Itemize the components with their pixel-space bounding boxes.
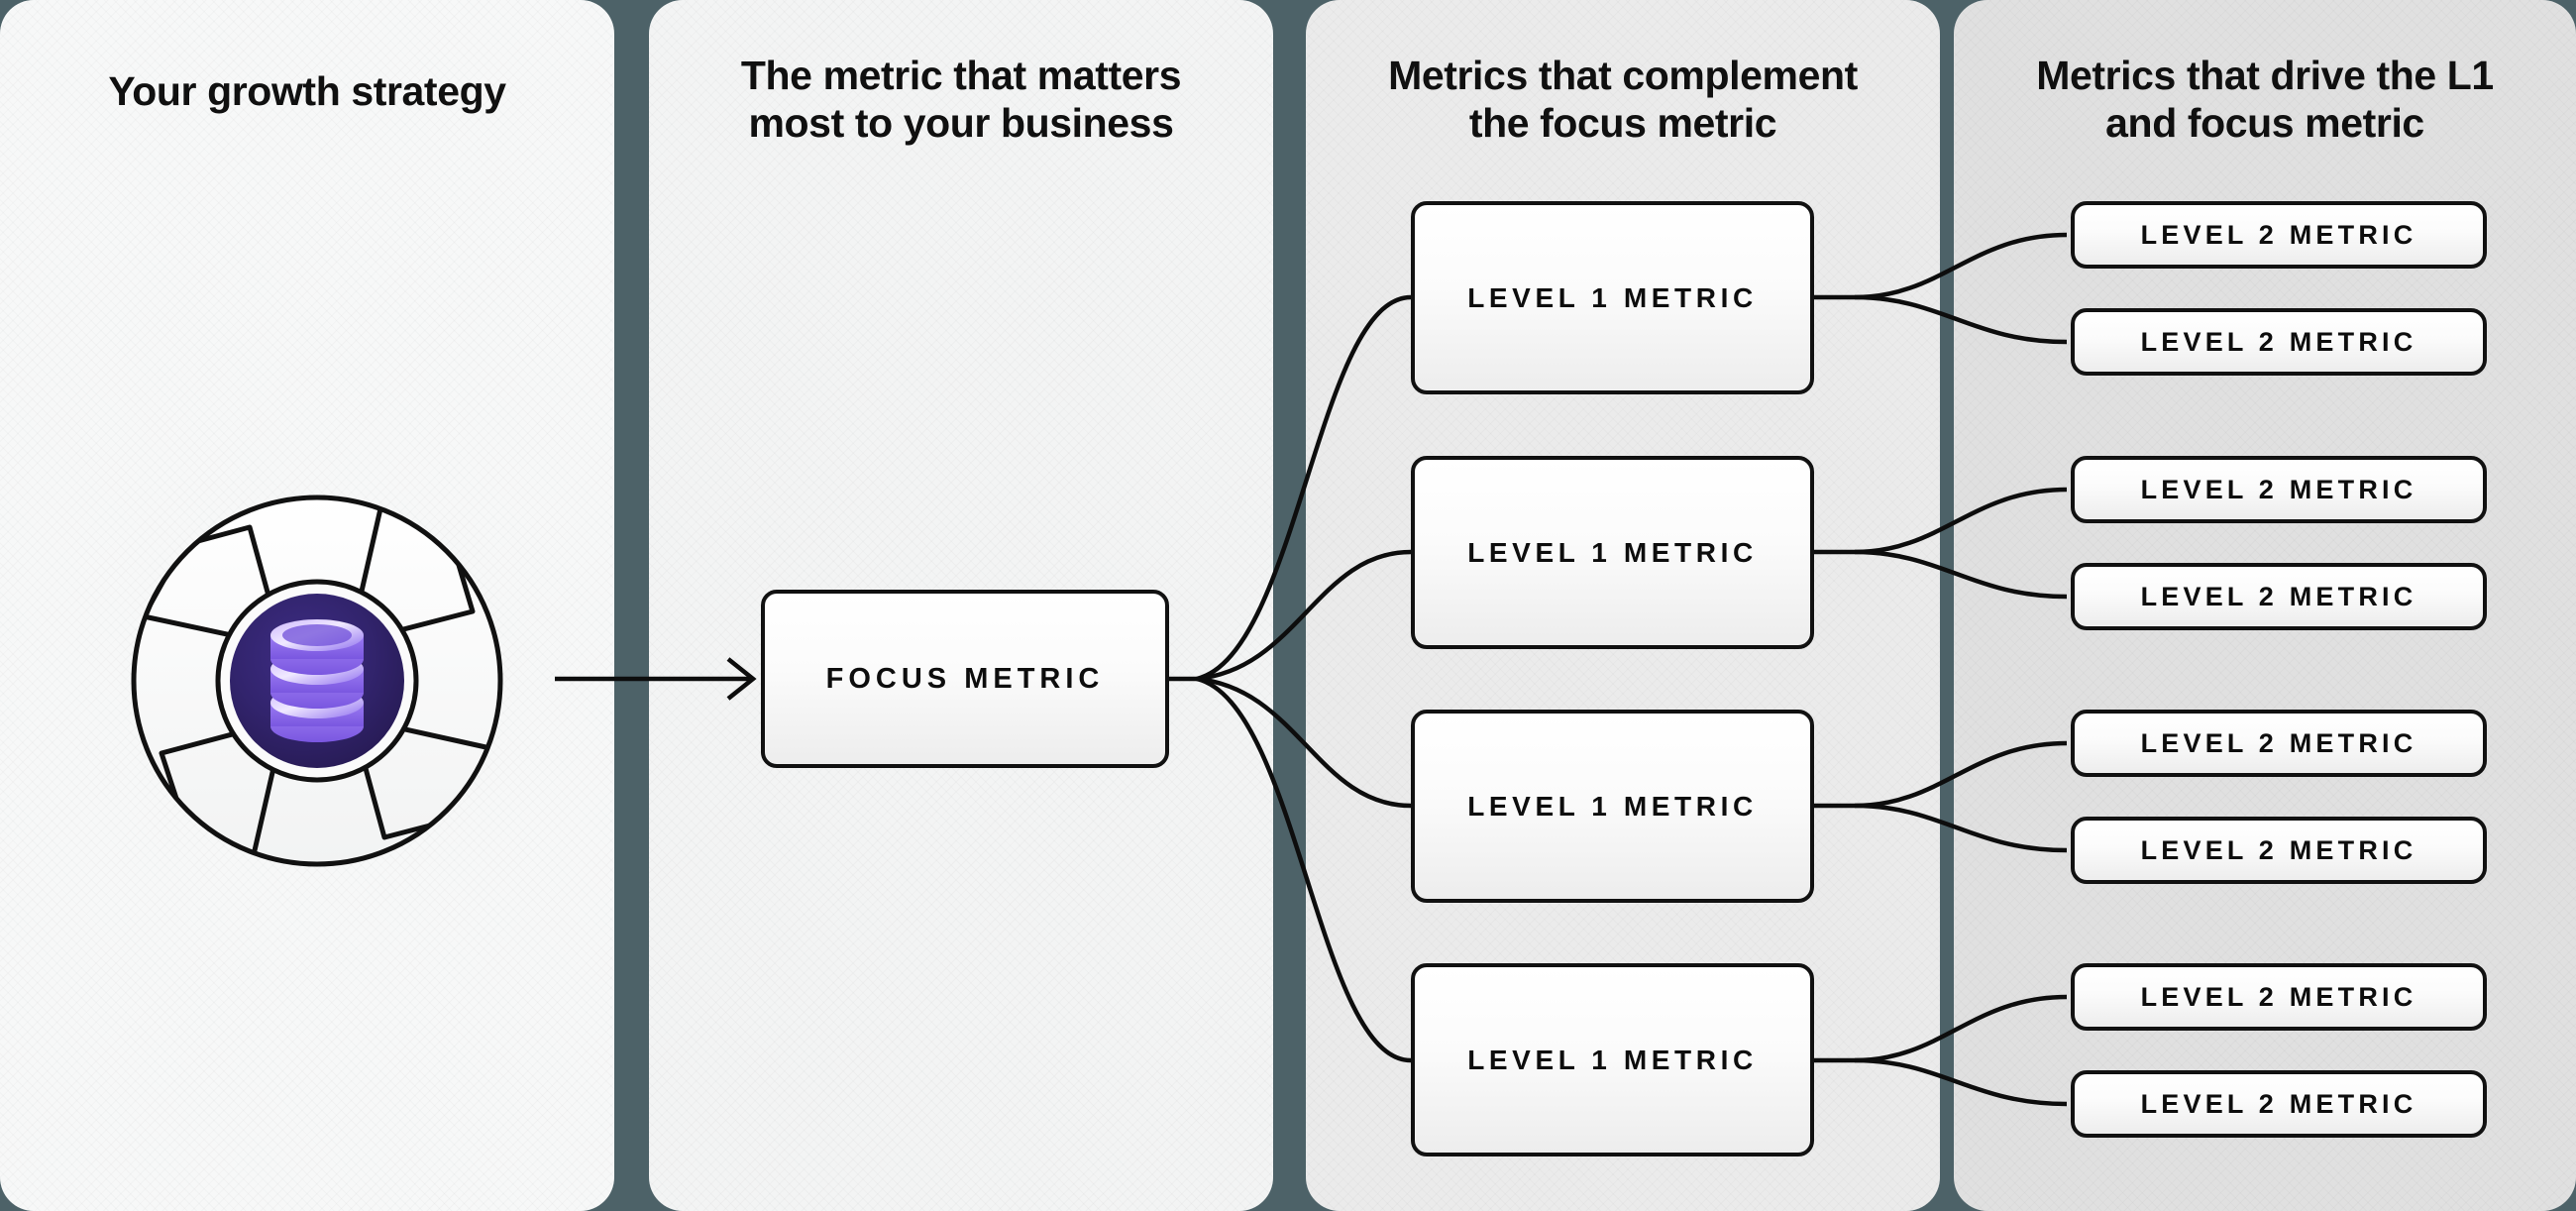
node-level-1-metric[interactable]: LEVEL 1 METRIC: [1411, 963, 1814, 1156]
node-label: FOCUS METRIC: [825, 662, 1105, 695]
node-label: LEVEL 1 METRIC: [1467, 790, 1758, 822]
node-label: LEVEL 2 METRIC: [2140, 474, 2417, 504]
node-level-1-metric[interactable]: LEVEL 1 METRIC: [1411, 201, 1814, 394]
node-level-1-metric[interactable]: LEVEL 1 METRIC: [1411, 710, 1814, 903]
node-label: LEVEL 1 METRIC: [1467, 281, 1758, 313]
column-panel-focus-metric: [649, 0, 1273, 1211]
node-label: LEVEL 2 METRIC: [2140, 1088, 2417, 1119]
column-heading-growth-strategy: Your growth strategy: [108, 68, 506, 114]
node-level-2-metric[interactable]: LEVEL 2 METRIC: [2071, 563, 2487, 630]
node-level-1-metric[interactable]: LEVEL 1 METRIC: [1411, 456, 1814, 649]
node-label: LEVEL 2 METRIC: [2140, 834, 2417, 865]
node-level-2-metric[interactable]: LEVEL 2 METRIC: [2071, 817, 2487, 884]
node-label: LEVEL 2 METRIC: [2140, 326, 2417, 357]
node-label: LEVEL 2 METRIC: [2140, 581, 2417, 611]
node-level-2-metric[interactable]: LEVEL 2 METRIC: [2071, 456, 2487, 523]
node-level-2-metric[interactable]: LEVEL 2 METRIC: [2071, 201, 2487, 269]
node-label: LEVEL 2 METRIC: [2140, 219, 2417, 250]
node-level-2-metric[interactable]: LEVEL 2 METRIC: [2071, 963, 2487, 1031]
growth-strategy-logo: [84, 433, 550, 929]
node-label: LEVEL 2 METRIC: [2140, 727, 2417, 758]
node-level-2-metric[interactable]: LEVEL 2 METRIC: [2071, 1070, 2487, 1138]
node-label: LEVEL 1 METRIC: [1467, 1044, 1758, 1075]
node-label: LEVEL 1 METRIC: [1467, 536, 1758, 568]
node-level-2-metric[interactable]: LEVEL 2 METRIC: [2071, 308, 2487, 376]
database-icon: [270, 619, 364, 742]
node-focus-metric[interactable]: FOCUS METRIC: [761, 590, 1169, 768]
node-label: LEVEL 2 METRIC: [2140, 981, 2417, 1012]
node-level-2-metric[interactable]: LEVEL 2 METRIC: [2071, 710, 2487, 777]
